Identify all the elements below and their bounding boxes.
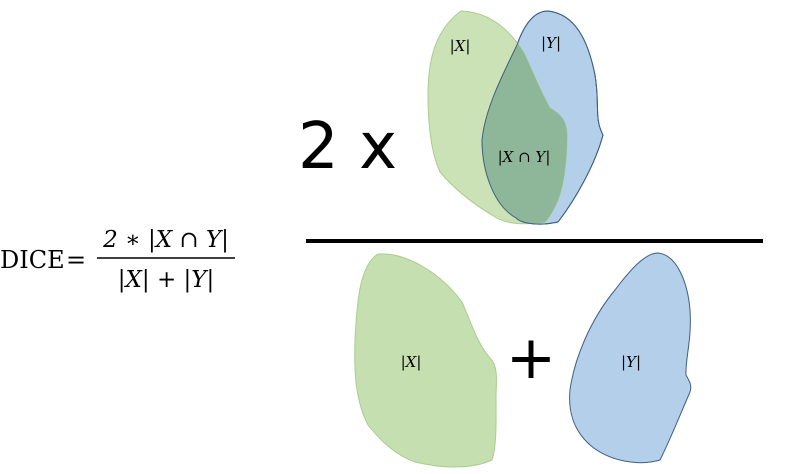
intersection-label: |X ∩ Y| xyxy=(498,148,551,166)
set-y-outline xyxy=(481,10,604,225)
formula-numerator: 2 ∗ |X ∩ Y| xyxy=(102,227,229,253)
plus-sign: + xyxy=(506,323,556,393)
bottom-y-label: |Y| xyxy=(621,353,641,371)
intersection-region xyxy=(482,11,568,224)
venn-sum: |X| + |Y| xyxy=(354,252,692,468)
top-y-label: |Y| xyxy=(541,34,561,52)
top-x-label: |X| xyxy=(450,37,471,55)
bottom-x-label: |X| xyxy=(401,353,422,371)
dice-formula: DICE = 2 ∗ |X ∩ Y| |X| + |Y| xyxy=(0,227,235,293)
bottom-set-y-blob xyxy=(569,252,692,464)
formula-denominator: |X| + |Y| xyxy=(118,267,214,293)
formula-equals: = xyxy=(66,246,86,274)
multiplier-label: 2 x xyxy=(298,110,397,184)
venn-overlap: |X| |Y| |X ∩ Y| xyxy=(427,10,604,225)
formula-lhs: DICE xyxy=(0,246,65,274)
bottom-set-x-blob xyxy=(354,253,497,468)
